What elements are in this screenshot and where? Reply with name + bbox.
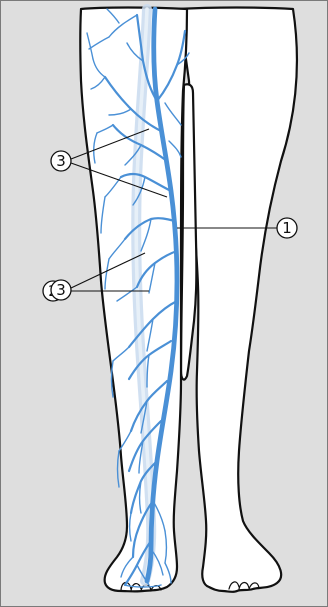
callout-3-lower-label: 3 — [56, 281, 66, 299]
right-leg-outline — [179, 8, 297, 592]
callout-1: 1 — [277, 218, 297, 238]
callout-3-upper: 3 — [51, 151, 71, 171]
callout-1-label: 1 — [282, 219, 292, 237]
callout-3-lower: 3 — [51, 280, 71, 300]
inner-thigh-contour — [181, 84, 196, 379]
callout-3-upper-label: 3 — [56, 152, 66, 170]
